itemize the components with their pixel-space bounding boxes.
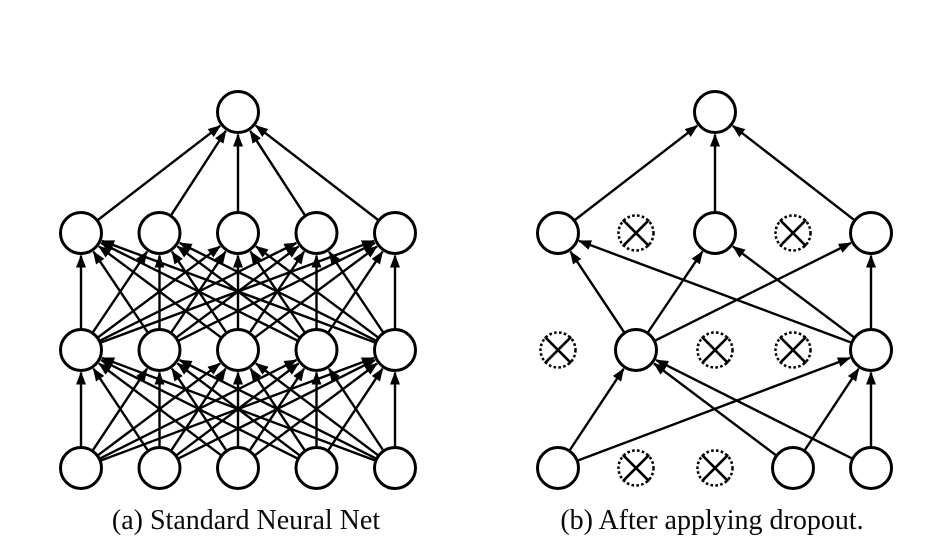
caption-standard-net: (a) Standard Neural Net: [112, 505, 380, 536]
connection-arrow: [732, 245, 856, 339]
cross-line: [622, 219, 650, 247]
connection-arrow: [100, 359, 299, 460]
neuron-node: [59, 446, 103, 490]
neuron-node: [137, 328, 182, 372]
connection-arrow: [569, 250, 626, 334]
neuron-node: [137, 211, 182, 255]
neuron-node: [216, 211, 260, 255]
connection-arrow: [100, 241, 299, 342]
panel-standard-neural-net: [59, 90, 417, 490]
neuron-node: [294, 446, 339, 490]
connection-arrow: [255, 362, 380, 457]
cross-line: [779, 219, 807, 247]
connection-arrow: [169, 130, 227, 217]
neuron-node: [216, 328, 260, 372]
connection-arrow: [98, 245, 223, 339]
cross-line: [701, 336, 729, 364]
neuron-node-dropped-icon: [617, 449, 655, 487]
neuron-node: [536, 446, 580, 490]
neuron-node: [614, 328, 658, 372]
neuron-node: [373, 446, 417, 490]
connection-arrow: [255, 245, 380, 339]
connection-arrow: [328, 250, 385, 334]
neuron-node: [693, 211, 737, 255]
neuron-node: [693, 90, 737, 134]
neuron-node: [294, 211, 339, 255]
connection-arrow: [255, 124, 380, 222]
connection-arrow: [101, 239, 377, 344]
connection-arrow: [568, 367, 625, 452]
caption-after-dropout: (b) After applying dropout.: [560, 505, 863, 536]
cross-line: [701, 454, 729, 482]
connection-arrow: [98, 362, 223, 457]
neuron-node: [373, 211, 417, 255]
neuron-node-dropped-icon: [774, 331, 812, 369]
neuron-node: [59, 211, 103, 255]
connection-arrow: [249, 130, 307, 217]
neuron-node-dropped-icon: [774, 214, 812, 252]
connection-arrow: [653, 241, 852, 342]
neuron-node: [849, 328, 893, 372]
neuron-node-dropped-icon: [539, 331, 577, 369]
neuron-node: [373, 328, 417, 372]
connection-arrow: [573, 124, 698, 222]
connection-arrow: [732, 124, 856, 222]
connection-arrow: [92, 250, 150, 334]
cross-line: [544, 336, 572, 364]
connection-arrow: [101, 356, 377, 462]
panel-after-dropout: [536, 90, 893, 490]
connection-arrow: [178, 241, 378, 342]
connection-arrow: [328, 367, 385, 452]
connection-arrow: [96, 124, 221, 222]
connection-arrow: [655, 359, 854, 460]
neuron-node: [294, 328, 339, 372]
neuron-node: [849, 446, 893, 490]
connection-arrow: [646, 250, 704, 334]
neuron-node: [59, 328, 103, 372]
neuron-node: [137, 446, 182, 490]
cross-line: [622, 454, 650, 482]
connection-arrow: [578, 239, 853, 344]
connection-arrow: [178, 359, 378, 460]
connection-arrow: [92, 367, 150, 452]
neuron-node: [771, 446, 815, 490]
connection-arrow: [653, 362, 778, 457]
neuron-node-dropped-icon: [617, 214, 655, 252]
neuron-node-dropped-icon: [696, 331, 734, 369]
neuron-node: [536, 211, 580, 255]
neuron-node-dropped-icon: [696, 449, 734, 487]
neuron-node: [216, 446, 260, 490]
connection-arrow: [803, 367, 860, 452]
neuron-node: [849, 211, 893, 255]
neuron-node: [216, 90, 260, 134]
cross-line: [779, 336, 807, 364]
